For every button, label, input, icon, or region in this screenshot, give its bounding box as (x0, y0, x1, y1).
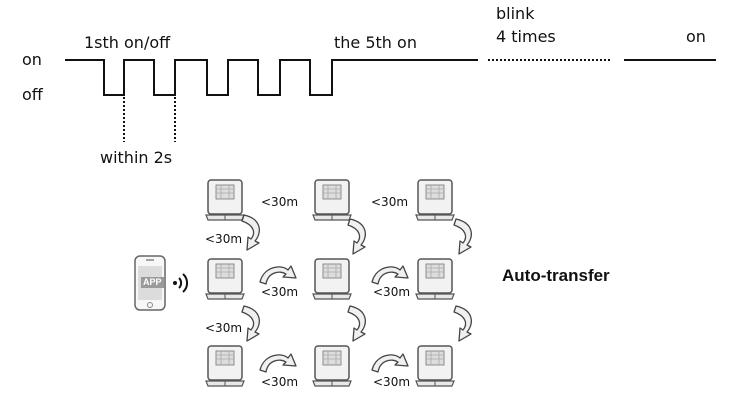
fifth-on-label: the 5th on (334, 33, 417, 52)
distance-label: <30m (373, 375, 411, 389)
distance-label: <30m (205, 321, 243, 335)
distance-label: <30m (261, 285, 299, 299)
first-on-off-label: 1sth on/off (84, 33, 171, 52)
distance-label: <30m (205, 232, 243, 246)
distance-label: <30m (371, 195, 409, 209)
off-label: off (22, 85, 43, 104)
within-2s-label: within 2s (100, 148, 173, 167)
on-end-label: on (686, 27, 706, 46)
app-label: APP (141, 277, 164, 288)
auto-transfer-title: Auto-transfer (502, 266, 610, 285)
wireless-signal-icon (173, 273, 189, 293)
distance-label: <30m (261, 195, 299, 209)
distance-label: <30m (261, 375, 299, 389)
blink-times-label: 4 times (496, 27, 556, 46)
on-label: on (22, 50, 42, 69)
phone-icon: APP (134, 255, 166, 311)
waveform-line (65, 59, 478, 96)
blink-label: blink (496, 4, 535, 23)
distance-label: <30m (373, 285, 411, 299)
